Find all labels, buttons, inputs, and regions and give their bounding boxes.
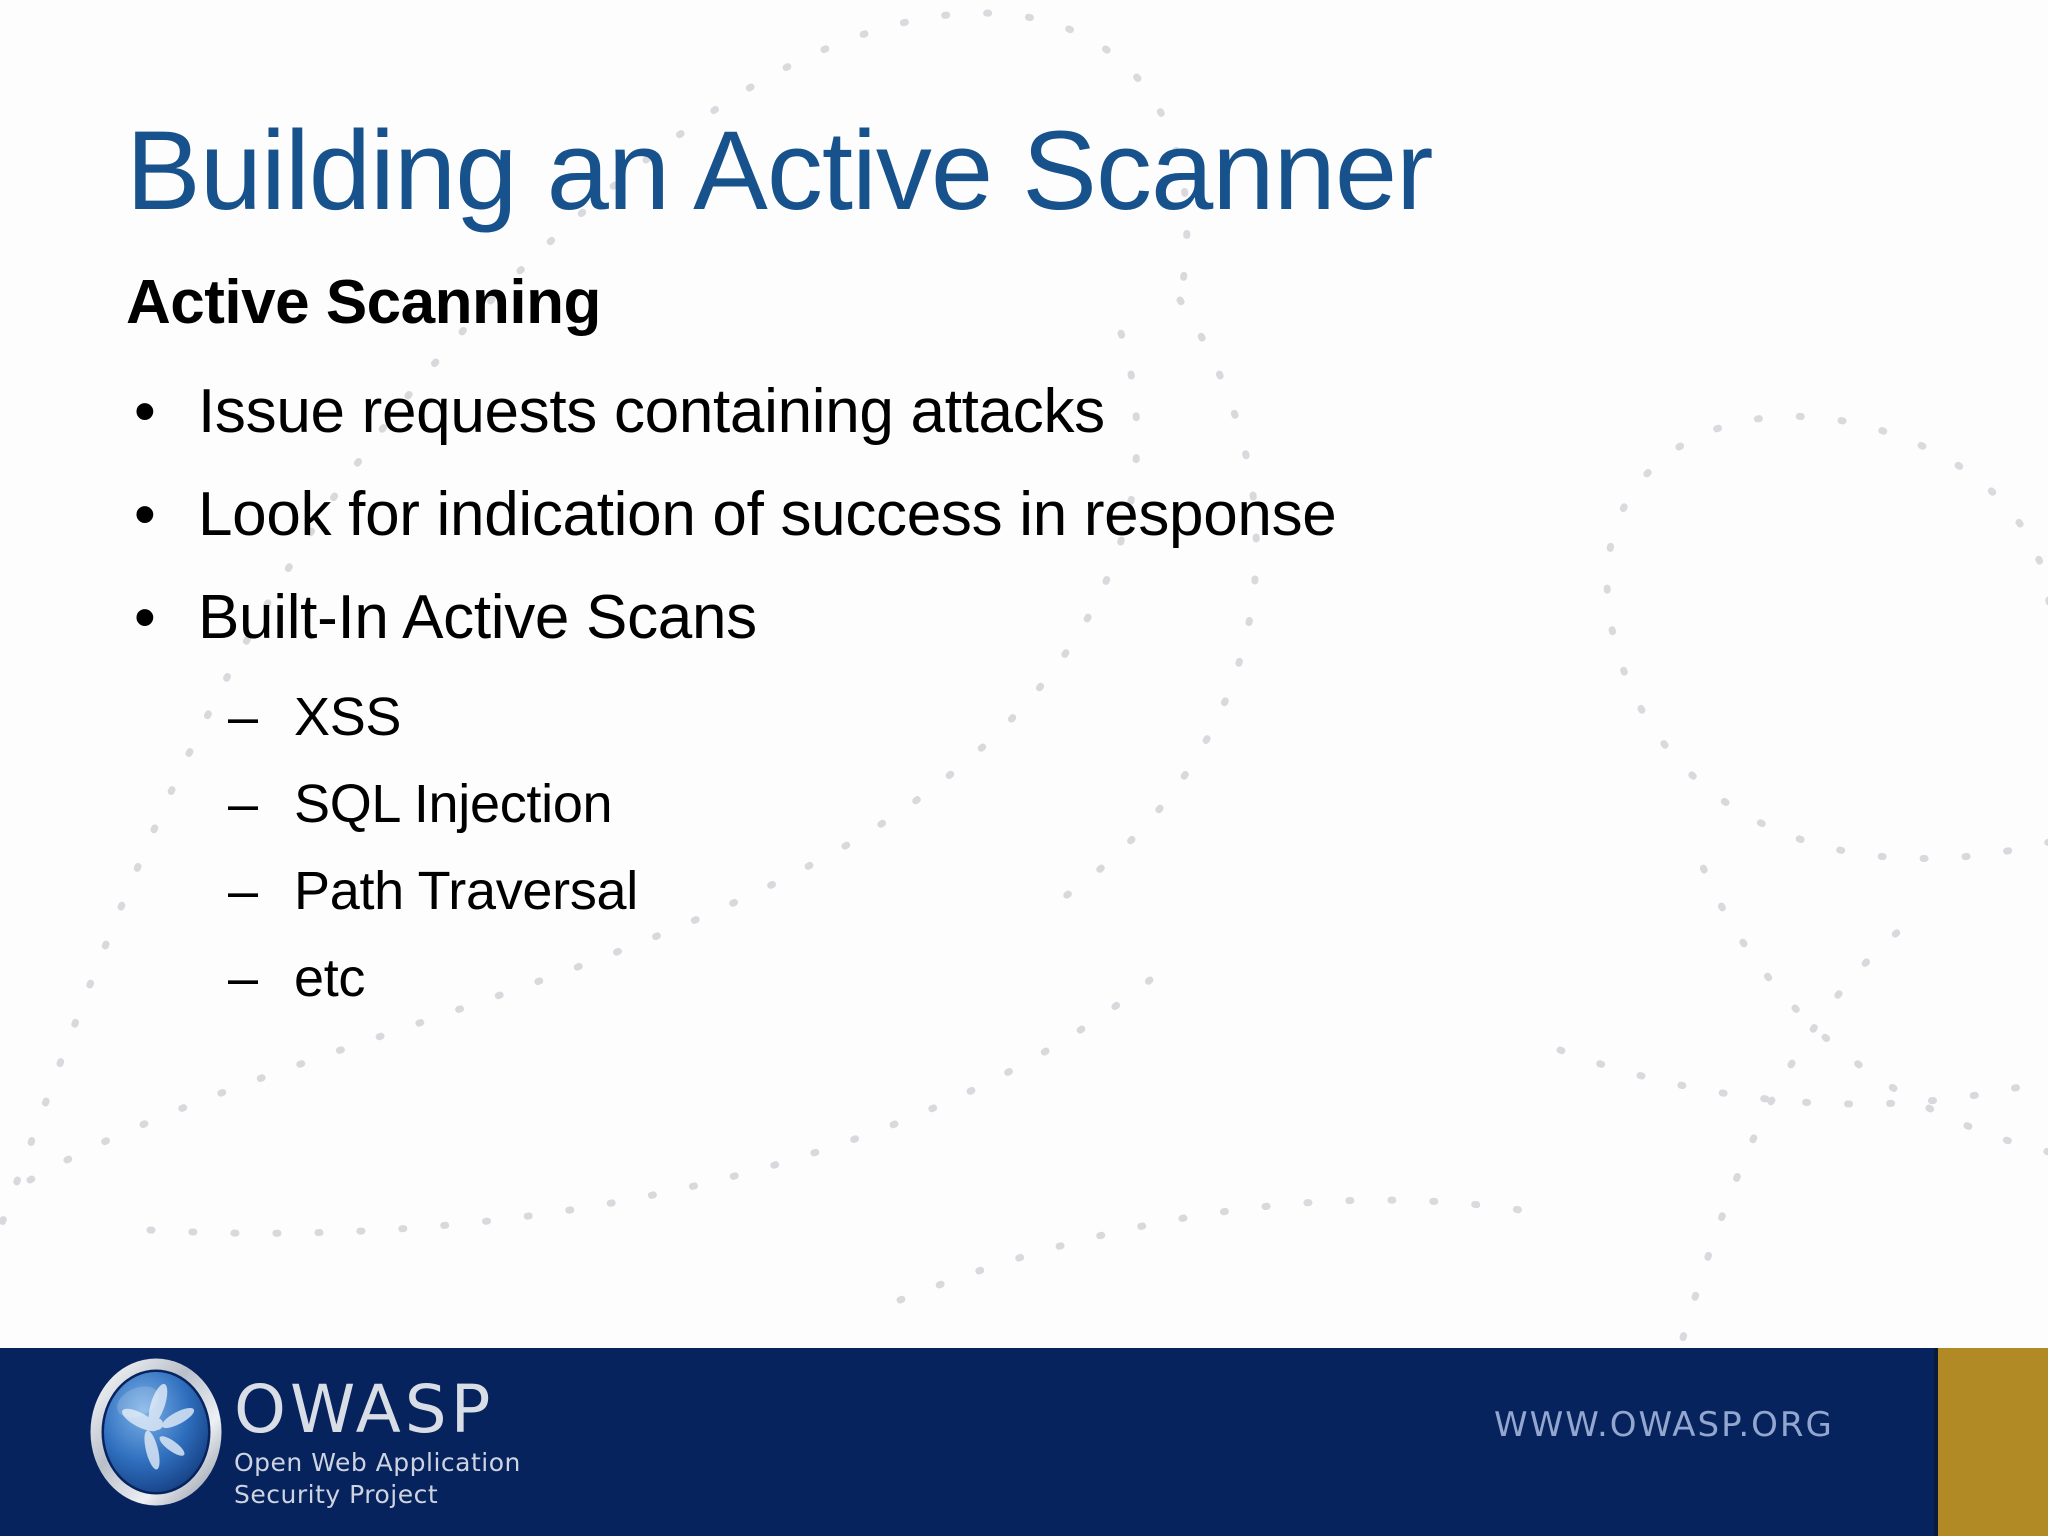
subbullet-label: XSS: [294, 686, 402, 747]
list-item: • Built-In Active Scans: [126, 586, 1926, 649]
owasp-tagline-line2: Security Project: [234, 1479, 439, 1509]
subbullet-label: Path Traversal: [294, 860, 638, 921]
list-item: – etc: [126, 947, 1926, 1008]
list-item: • Look for indication of success in resp…: [126, 483, 1926, 546]
bullet-list-level2: – XSS – SQL Injection – Path Traversal –…: [126, 686, 1926, 1008]
bullet-dash-icon: –: [228, 947, 259, 1008]
owasp-logo: OWASP Open Web Application Security Proj…: [86, 1358, 521, 1510]
bullet-dash-icon: –: [228, 686, 259, 747]
footer-divider: [1934, 1348, 1938, 1536]
bullet-dash-icon: –: [228, 860, 259, 921]
list-item: – XSS: [126, 686, 1926, 747]
bullet-label: Built-In Active Scans: [198, 583, 757, 653]
section-subheading: Active Scanning: [126, 268, 601, 337]
footer-website-url[interactable]: WWW.OWASP.ORG: [1494, 1405, 1834, 1445]
subbullet-label: SQL Injection: [294, 773, 613, 834]
owasp-logo-text: OWASP Open Web Application Security Proj…: [234, 1371, 521, 1510]
bullet-label: Issue requests containing attacks: [198, 377, 1105, 446]
bullet-label: Look for indication of success in respon…: [198, 480, 1337, 550]
list-item: • Issue requests containing attacks: [126, 380, 1926, 443]
bullet-dot-icon: •: [134, 583, 156, 653]
slide-body: Active Scanning • Issue requests contain…: [126, 272, 1926, 1038]
owasp-tagline-line1: Open Web Application: [234, 1448, 521, 1478]
bullet-list-level1: • Issue requests containing attacks • Lo…: [126, 380, 1926, 650]
bullet-dash-icon: –: [228, 773, 259, 834]
owasp-globe-icon: [86, 1358, 226, 1506]
owasp-wordmark: OWASP: [234, 1371, 495, 1448]
list-item: – SQL Injection: [126, 773, 1926, 834]
bullet-dot-icon: •: [134, 480, 156, 550]
bullet-dot-icon: •: [134, 377, 156, 446]
footer-gold-block: [1938, 1348, 2048, 1536]
page-title: Building an Active Scanner: [126, 108, 1433, 233]
list-item: – Path Traversal: [126, 860, 1926, 921]
owasp-tagline: Open Web Application Security Project: [234, 1447, 521, 1510]
subbullet-label: etc: [294, 947, 366, 1008]
